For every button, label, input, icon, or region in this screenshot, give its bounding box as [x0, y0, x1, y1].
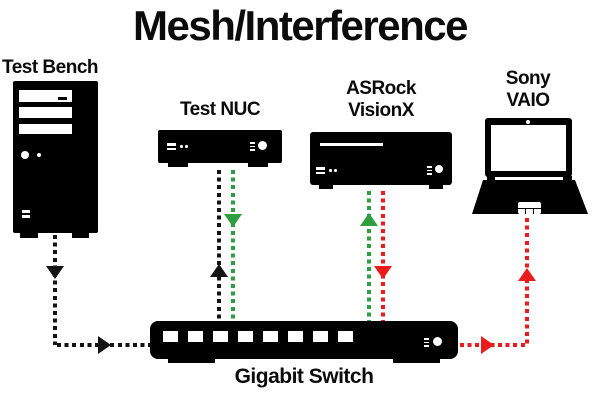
- drive-tray-notch: [58, 97, 67, 100]
- reset-button-icon: [37, 153, 41, 157]
- trackpad-button-divider: [533, 208, 535, 214]
- arrow-down-icon: [224, 214, 242, 227]
- tower-foot: [20, 233, 38, 238]
- led-dot: [180, 145, 183, 148]
- trackpad-button-divider: [525, 208, 527, 214]
- drive-bay: [19, 90, 72, 102]
- power-button-icon: [258, 141, 267, 150]
- dotted-line-segment: [367, 191, 371, 321]
- dotted-line-segment: [217, 170, 221, 321]
- vent-line: [22, 215, 30, 218]
- drive-bay: [19, 107, 72, 118]
- mini-pc-icon: [158, 130, 282, 163]
- arrow-up-icon: [210, 264, 228, 277]
- vent-line: [424, 338, 429, 340]
- power-button-icon: [21, 151, 29, 159]
- vent-line: [22, 210, 30, 213]
- ethernet-port: [188, 331, 203, 342]
- vent-line: [424, 341, 429, 344]
- arrow-down-icon: [374, 266, 392, 279]
- trackpad-divider: [518, 208, 541, 210]
- arrow-down-icon: [46, 266, 64, 279]
- dotted-line-segment: [231, 170, 235, 321]
- nuc-foot: [168, 163, 188, 167]
- dotted-line-segment: [53, 235, 57, 345]
- vent-line: [316, 167, 325, 170]
- ethernet-port: [213, 331, 228, 342]
- laptop-hinge: [563, 176, 572, 180]
- arrow-up-icon: [518, 268, 536, 281]
- tower-pc-icon: [13, 81, 98, 233]
- led-dot: [185, 145, 188, 148]
- ethernet-port: [338, 331, 353, 342]
- arrow-right-icon: [481, 336, 494, 354]
- drive-bay: [19, 124, 72, 134]
- dotted-line-segment: [381, 191, 385, 321]
- ethernet-port: [313, 331, 328, 342]
- laptop-screen: [485, 118, 572, 177]
- arrow-right-icon: [98, 336, 111, 354]
- vent-line: [427, 173, 432, 175]
- disc-slot: [320, 143, 383, 146]
- switch-foot: [168, 359, 215, 363]
- asrock-visionx-label: ASRock VisionX: [346, 78, 416, 121]
- vent-line: [167, 143, 176, 146]
- arrow-up-icon: [360, 213, 378, 226]
- vent-line: [424, 345, 429, 347]
- switch-foot: [393, 359, 440, 363]
- webcam-icon: [526, 120, 530, 124]
- vent-line: [427, 169, 432, 172]
- dotted-line-segment: [525, 218, 529, 347]
- ethernet-port: [238, 331, 253, 342]
- dotted-line-segment: [460, 343, 528, 347]
- power-button-icon: [435, 165, 443, 173]
- test-nuc-label: Test NUC: [179, 99, 261, 120]
- network-switch-icon: [150, 321, 458, 359]
- switch-ports: [150, 321, 458, 359]
- vent-line: [250, 142, 255, 144]
- vent-line: [250, 149, 255, 151]
- vent-line: [316, 171, 325, 174]
- laptop-hinge: [487, 176, 495, 180]
- led-dot: [334, 169, 337, 172]
- ethernet-port: [263, 331, 278, 342]
- nuc-foot: [248, 163, 268, 167]
- laptop-display: [491, 125, 566, 171]
- led-dot: [329, 169, 332, 172]
- tower-foot: [72, 233, 89, 238]
- ethernet-port: [288, 331, 303, 342]
- ethernet-port: [163, 331, 178, 342]
- trackpad-icon: [518, 202, 541, 214]
- test-bench-label: Test Bench: [2, 57, 99, 78]
- vent-line: [167, 147, 176, 150]
- htpc-foot: [429, 185, 443, 189]
- diagram-title: Mesh/Interference: [133, 2, 468, 49]
- power-button-icon: [433, 337, 442, 346]
- htpc-icon: [310, 132, 452, 185]
- vent-line: [427, 166, 432, 168]
- vent-line: [250, 145, 255, 148]
- gigabit-switch-label: Gigabit Switch: [234, 365, 374, 388]
- sony-vaio-label: Sony VAIO: [505, 68, 551, 111]
- htpc-foot: [319, 185, 333, 189]
